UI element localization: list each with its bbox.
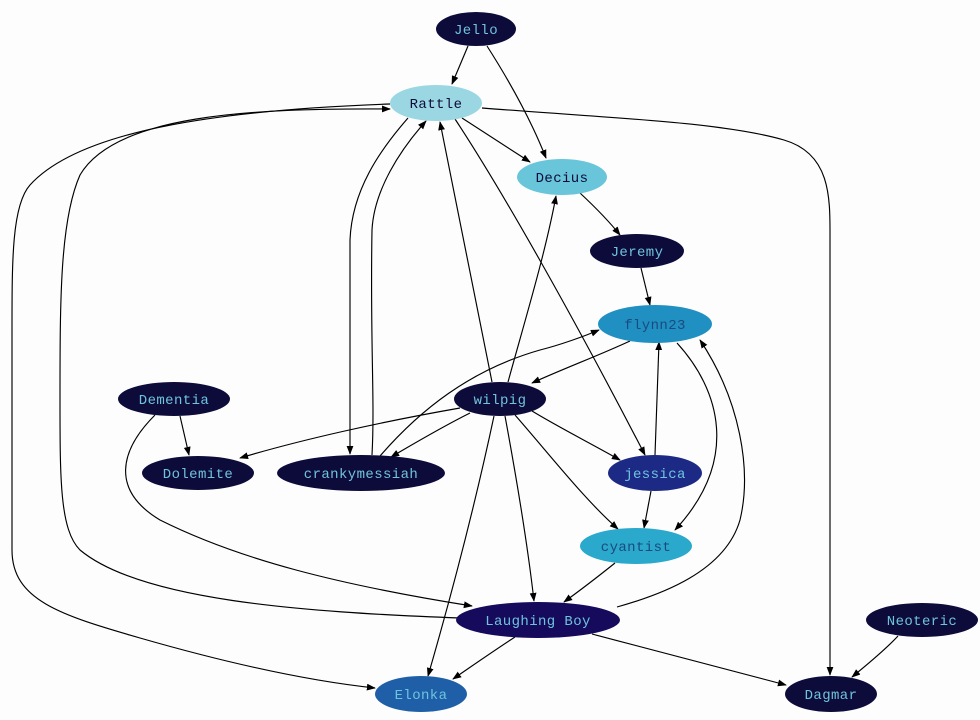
node-jello[interactable]: Jello — [436, 12, 516, 46]
node-laughing-boy[interactable]: Laughing Boy — [456, 602, 620, 638]
node-jessica[interactable]: jessica — [608, 455, 702, 491]
node-jeremy[interactable]: Jeremy — [590, 234, 684, 268]
node-ellipse-crankymessiah — [277, 455, 445, 491]
edges-layer — [11, 45, 899, 691]
edge-rattle-to-elonka — [11, 103, 391, 691]
node-label-dolemite: Dolemite — [163, 467, 233, 483]
node-ellipse-flynn23 — [598, 305, 712, 343]
node-ellipse-jeremy — [590, 234, 684, 268]
edge-jessica-to-cyantist — [642, 490, 652, 529]
node-label-decius: Decius — [536, 171, 589, 187]
node-label-jessica: jessica — [624, 467, 686, 483]
node-dementia[interactable]: Dementia — [118, 382, 230, 416]
edge-rattle-to-dagmar — [481, 107, 834, 676]
edge-jello-to-rattle — [451, 45, 469, 85]
edge-crankymessiah-to-rattle — [370, 120, 427, 456]
node-ellipse-dementia — [118, 382, 230, 416]
edge-flynn23-to-wilpig — [531, 340, 631, 384]
node-label-dagmar: Dagmar — [805, 688, 858, 704]
edge-laughing-boy-to-elonka — [452, 636, 516, 680]
node-label-elonka: Elonka — [395, 688, 448, 704]
node-dagmar[interactable]: Dagmar — [785, 676, 877, 712]
node-label-crankymessiah: crankymessiah — [304, 467, 418, 483]
node-label-flynn23: flynn23 — [624, 318, 686, 334]
edge-wilpig-to-elonka — [426, 415, 495, 677]
edge-dementia-to-laughing-boy — [125, 414, 473, 609]
edge-wilpig-to-rattle — [438, 121, 493, 383]
edge-jessica-to-flynn23 — [654, 341, 663, 456]
edge-rattle-to-decius — [461, 117, 531, 163]
edge-wilpig-to-cyantist — [514, 414, 619, 530]
node-ellipse-dagmar — [785, 676, 877, 712]
edge-wilpig-to-dolemite — [239, 407, 461, 459]
node-label-jeremy: Jeremy — [611, 245, 664, 261]
node-ellipse-jessica — [608, 455, 702, 491]
edge-flynn23-to-cyantist — [674, 342, 718, 531]
node-ellipse-neoteric — [866, 603, 978, 637]
node-label-rattle: Rattle — [410, 97, 463, 113]
node-wilpig[interactable]: wilpig — [454, 382, 546, 416]
node-ellipse-decius — [517, 159, 607, 195]
edge-laughing-boy-to-dagmar — [591, 633, 787, 687]
node-label-laughing-boy: Laughing Boy — [485, 614, 591, 630]
edge-wilpig-to-laughing-boy — [504, 415, 537, 602]
edge-wilpig-to-decius — [507, 195, 558, 383]
edge-jeremy-to-flynn23 — [640, 267, 652, 306]
edge-decius-to-jeremy — [579, 192, 621, 236]
node-label-neoteric: Neoteric — [887, 614, 957, 630]
edge-rattle-to-crankymessiah — [346, 117, 409, 455]
node-ellipse-cyantist — [580, 528, 692, 564]
node-label-cyantist: cyantist — [601, 540, 671, 556]
node-flynn23[interactable]: flynn23 — [598, 305, 712, 343]
edge-wilpig-to-jessica — [531, 410, 621, 461]
edge-rattle-to-jessica — [454, 118, 646, 456]
node-ellipse-wilpig — [454, 382, 546, 416]
edge-crankymessiah-to-flynn23 — [379, 329, 600, 457]
node-decius[interactable]: Decius — [517, 159, 607, 195]
node-ellipse-laughing-boy — [456, 602, 620, 638]
node-ellipse-jello — [436, 12, 516, 46]
node-label-dementia: Dementia — [139, 393, 209, 409]
node-rattle[interactable]: Rattle — [390, 85, 482, 121]
edge-cyantist-to-laughing-boy — [563, 562, 616, 603]
edge-jello-to-decius — [486, 45, 547, 159]
node-neoteric[interactable]: Neoteric — [866, 603, 978, 637]
node-cyantist[interactable]: cyantist — [580, 528, 692, 564]
node-crankymessiah[interactable]: crankymessiah — [277, 455, 445, 491]
edge-laughing-boy-to-rattle — [59, 105, 461, 619]
edge-laughing-boy-to-flynn23 — [616, 339, 745, 608]
node-ellipse-dolemite — [142, 456, 254, 490]
node-label-wilpig: wilpig — [474, 393, 527, 409]
node-label-jello: Jello — [454, 23, 498, 39]
node-dolemite[interactable]: Dolemite — [142, 456, 254, 490]
node-ellipse-rattle — [390, 85, 482, 121]
node-ellipse-elonka — [375, 676, 467, 712]
edge-wilpig-to-crankymessiah — [390, 412, 471, 458]
edge-dementia-to-dolemite — [179, 415, 191, 456]
node-elonka[interactable]: Elonka — [375, 676, 467, 712]
edge-neoteric-to-dagmar — [851, 635, 899, 678]
